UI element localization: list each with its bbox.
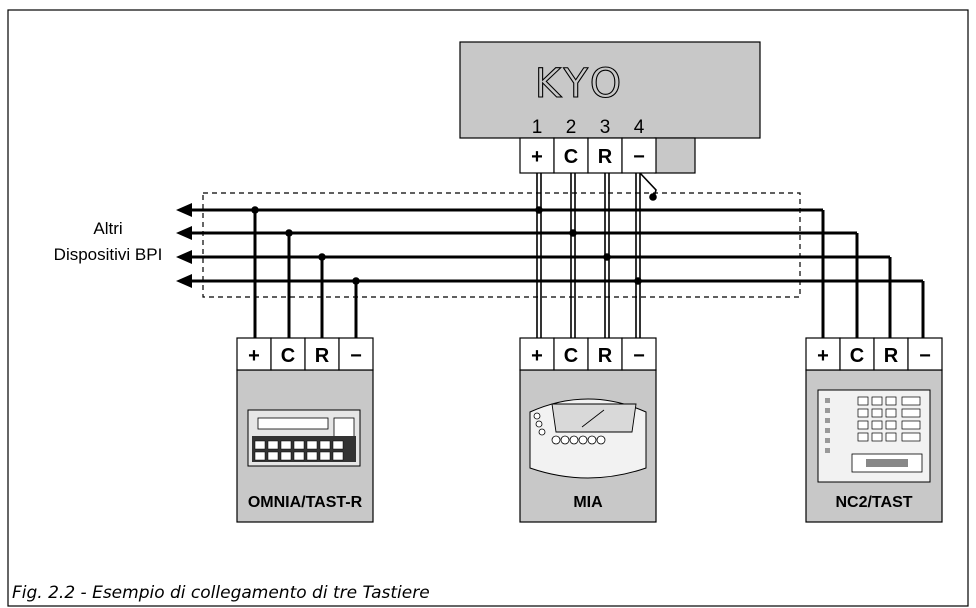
arrow-head-1 — [176, 203, 192, 217]
terminal-number-3: 3 — [600, 117, 611, 138]
cable-shield-outline — [202, 192, 801, 298]
device-nc2: + C R − NC2/TAST — [805, 337, 943, 523]
device-omnia: + C R − OMNIA/TAST-R — [236, 337, 374, 523]
kyo-panel-body — [459, 41, 761, 139]
kyo-terminal-label-c: C — [564, 146, 578, 168]
mia-terminal-r: R — [598, 345, 613, 367]
omnia-terminal-c: C — [281, 345, 295, 367]
nc2-terminal-minus: − — [919, 345, 931, 367]
device-omnia-label: OMNIA/TAST-R — [248, 494, 363, 511]
nc2-terminal-plus: + — [817, 345, 829, 367]
omnia-terminal-minus: − — [350, 345, 362, 367]
kyo-title: KYO — [535, 61, 626, 107]
terminal-number-4: 4 — [634, 117, 645, 138]
device-mia: + C R − MIA — [519, 337, 657, 523]
arrow-head-4 — [176, 274, 192, 288]
kyo-terminal-minus — [621, 137, 657, 174]
mia-terminal-minus: − — [633, 345, 645, 367]
keypad-omnia-icon — [247, 409, 361, 467]
nc2-drops — [821, 210, 925, 338]
kyo-terminal-label-plus: + — [531, 146, 543, 168]
figure-caption: Fig. 2.2 - Esempio di collegamento di tr… — [12, 583, 430, 603]
kyo-terminal-r — [587, 137, 623, 174]
device-nc2-label: NC2/TAST — [835, 494, 912, 511]
nc2-terminal-c: C — [850, 345, 864, 367]
kyo-terminal-label-r: R — [598, 146, 613, 168]
omnia-terminal-plus: + — [248, 345, 260, 367]
side-label-line2: Dispositivi BPI — [54, 245, 163, 264]
terminal-number-1: 1 — [532, 117, 543, 138]
kyo-panel: KYO 1 2 3 4 + C R − — [459, 41, 761, 174]
omnia-terminal-r: R — [315, 345, 330, 367]
keypad-nc2-icon — [817, 389, 931, 483]
keypad-mia-icon — [529, 398, 647, 479]
bus-wires — [176, 203, 923, 288]
nc2-terminal-r: R — [884, 345, 899, 367]
side-label-line1: Altri — [93, 219, 122, 238]
kyo-terminal-label-minus: − — [633, 146, 645, 168]
arrow-head-2 — [176, 226, 192, 240]
device-mia-label: MIA — [573, 494, 603, 511]
mia-terminal-c: C — [564, 345, 578, 367]
omnia-drops — [251, 206, 360, 338]
terminal-number-2: 2 — [566, 117, 577, 138]
kyo-terminal-spare — [654, 137, 696, 174]
figure-frame — [7, 9, 969, 607]
mia-terminal-plus: + — [531, 345, 543, 367]
kyo-drops — [535, 172, 657, 338]
arrow-head-3 — [176, 250, 192, 264]
